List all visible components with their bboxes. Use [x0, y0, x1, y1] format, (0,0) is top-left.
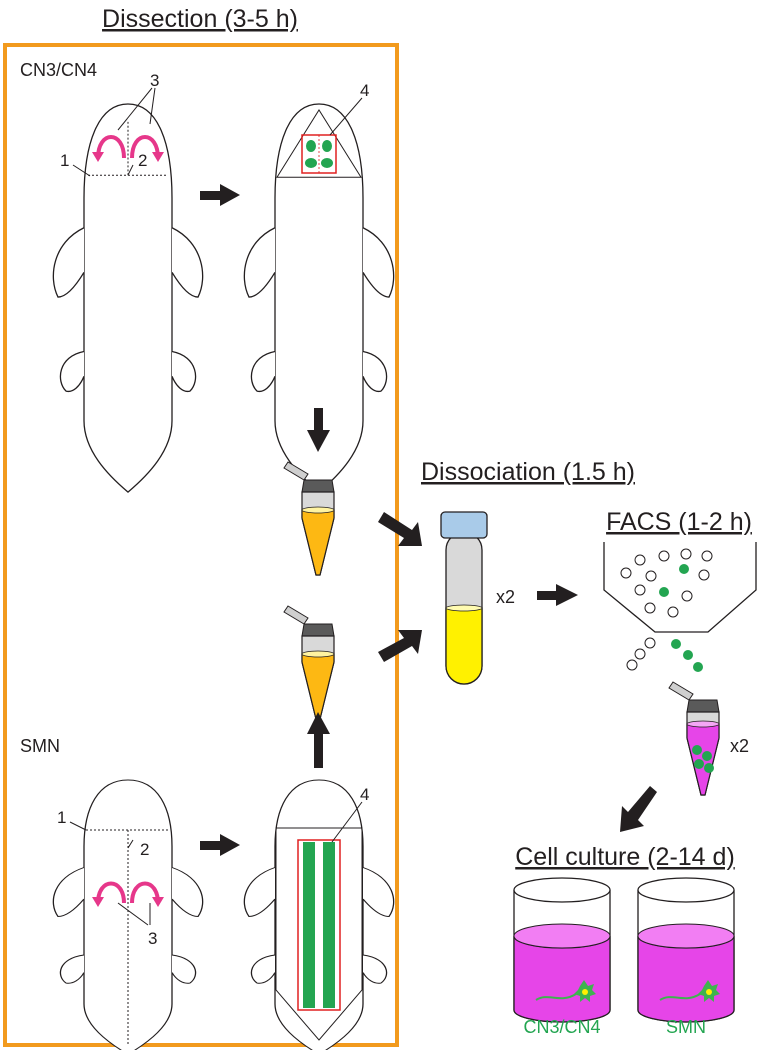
cn-flap-arrows	[92, 135, 164, 162]
arrow-cn-down	[307, 408, 330, 452]
smn-step-2: 2	[140, 840, 149, 859]
dissection-box	[3, 43, 399, 1047]
cn-embryo-after	[243, 103, 395, 493]
cn-leader-lines	[72, 87, 156, 177]
smn-region-leader	[331, 801, 363, 843]
arrow-tube1-to-dissociation	[378, 512, 422, 546]
facs-multiplier: x2	[730, 736, 749, 756]
arrow-tube2-to-dissociation	[378, 630, 422, 662]
facs-collection-tube	[668, 681, 720, 796]
arrow-cn-right	[200, 184, 240, 206]
cn-embryo-before	[52, 103, 204, 493]
facs-funnel	[603, 542, 757, 633]
cn-step-2: 2	[138, 151, 147, 170]
arrow-smn-up	[307, 712, 330, 768]
cn-region-leader	[329, 97, 363, 136]
dissociation-title: Dissociation (1.5 h)	[421, 458, 635, 486]
smn-spinal-strips	[303, 842, 335, 1008]
smn-flap-arrows	[92, 881, 164, 907]
smn-cut-lines	[86, 829, 170, 1045]
dissociation-tube	[440, 511, 488, 685]
arrow-to-facs	[537, 584, 578, 606]
smn-step-1: 1	[57, 808, 66, 827]
smn-label: SMN	[20, 736, 60, 756]
arrow-to-culture	[620, 786, 657, 832]
cn-step-3: 3	[150, 71, 159, 90]
culture-label-smn: SMN	[666, 1017, 706, 1037]
culture-label-cn: CN3/CN4	[523, 1017, 600, 1037]
facs-title: FACS (1-2 h)	[606, 508, 752, 536]
smn-leader-lines	[69, 821, 151, 926]
culture-title: Cell culture (2-14 d)	[515, 843, 735, 871]
cn-step-1: 1	[60, 151, 69, 170]
cn-nuclei	[305, 140, 333, 168]
smn-opened-outline	[275, 827, 363, 1041]
facs-cells	[620, 548, 713, 672]
cn-step-4: 4	[360, 81, 369, 100]
smn-tube	[283, 605, 335, 720]
dissociation-multiplier: x2	[496, 587, 515, 607]
arrow-smn-right	[200, 834, 240, 856]
dissection-title: Dissection (3-5 h)	[102, 5, 298, 33]
culture-dish-smn	[637, 877, 735, 1023]
smn-step-3: 3	[148, 929, 157, 948]
cn3-cn4-label: CN3/CN4	[20, 60, 97, 80]
culture-dish-cn	[513, 877, 611, 1023]
smn-step-4: 4	[360, 785, 369, 804]
